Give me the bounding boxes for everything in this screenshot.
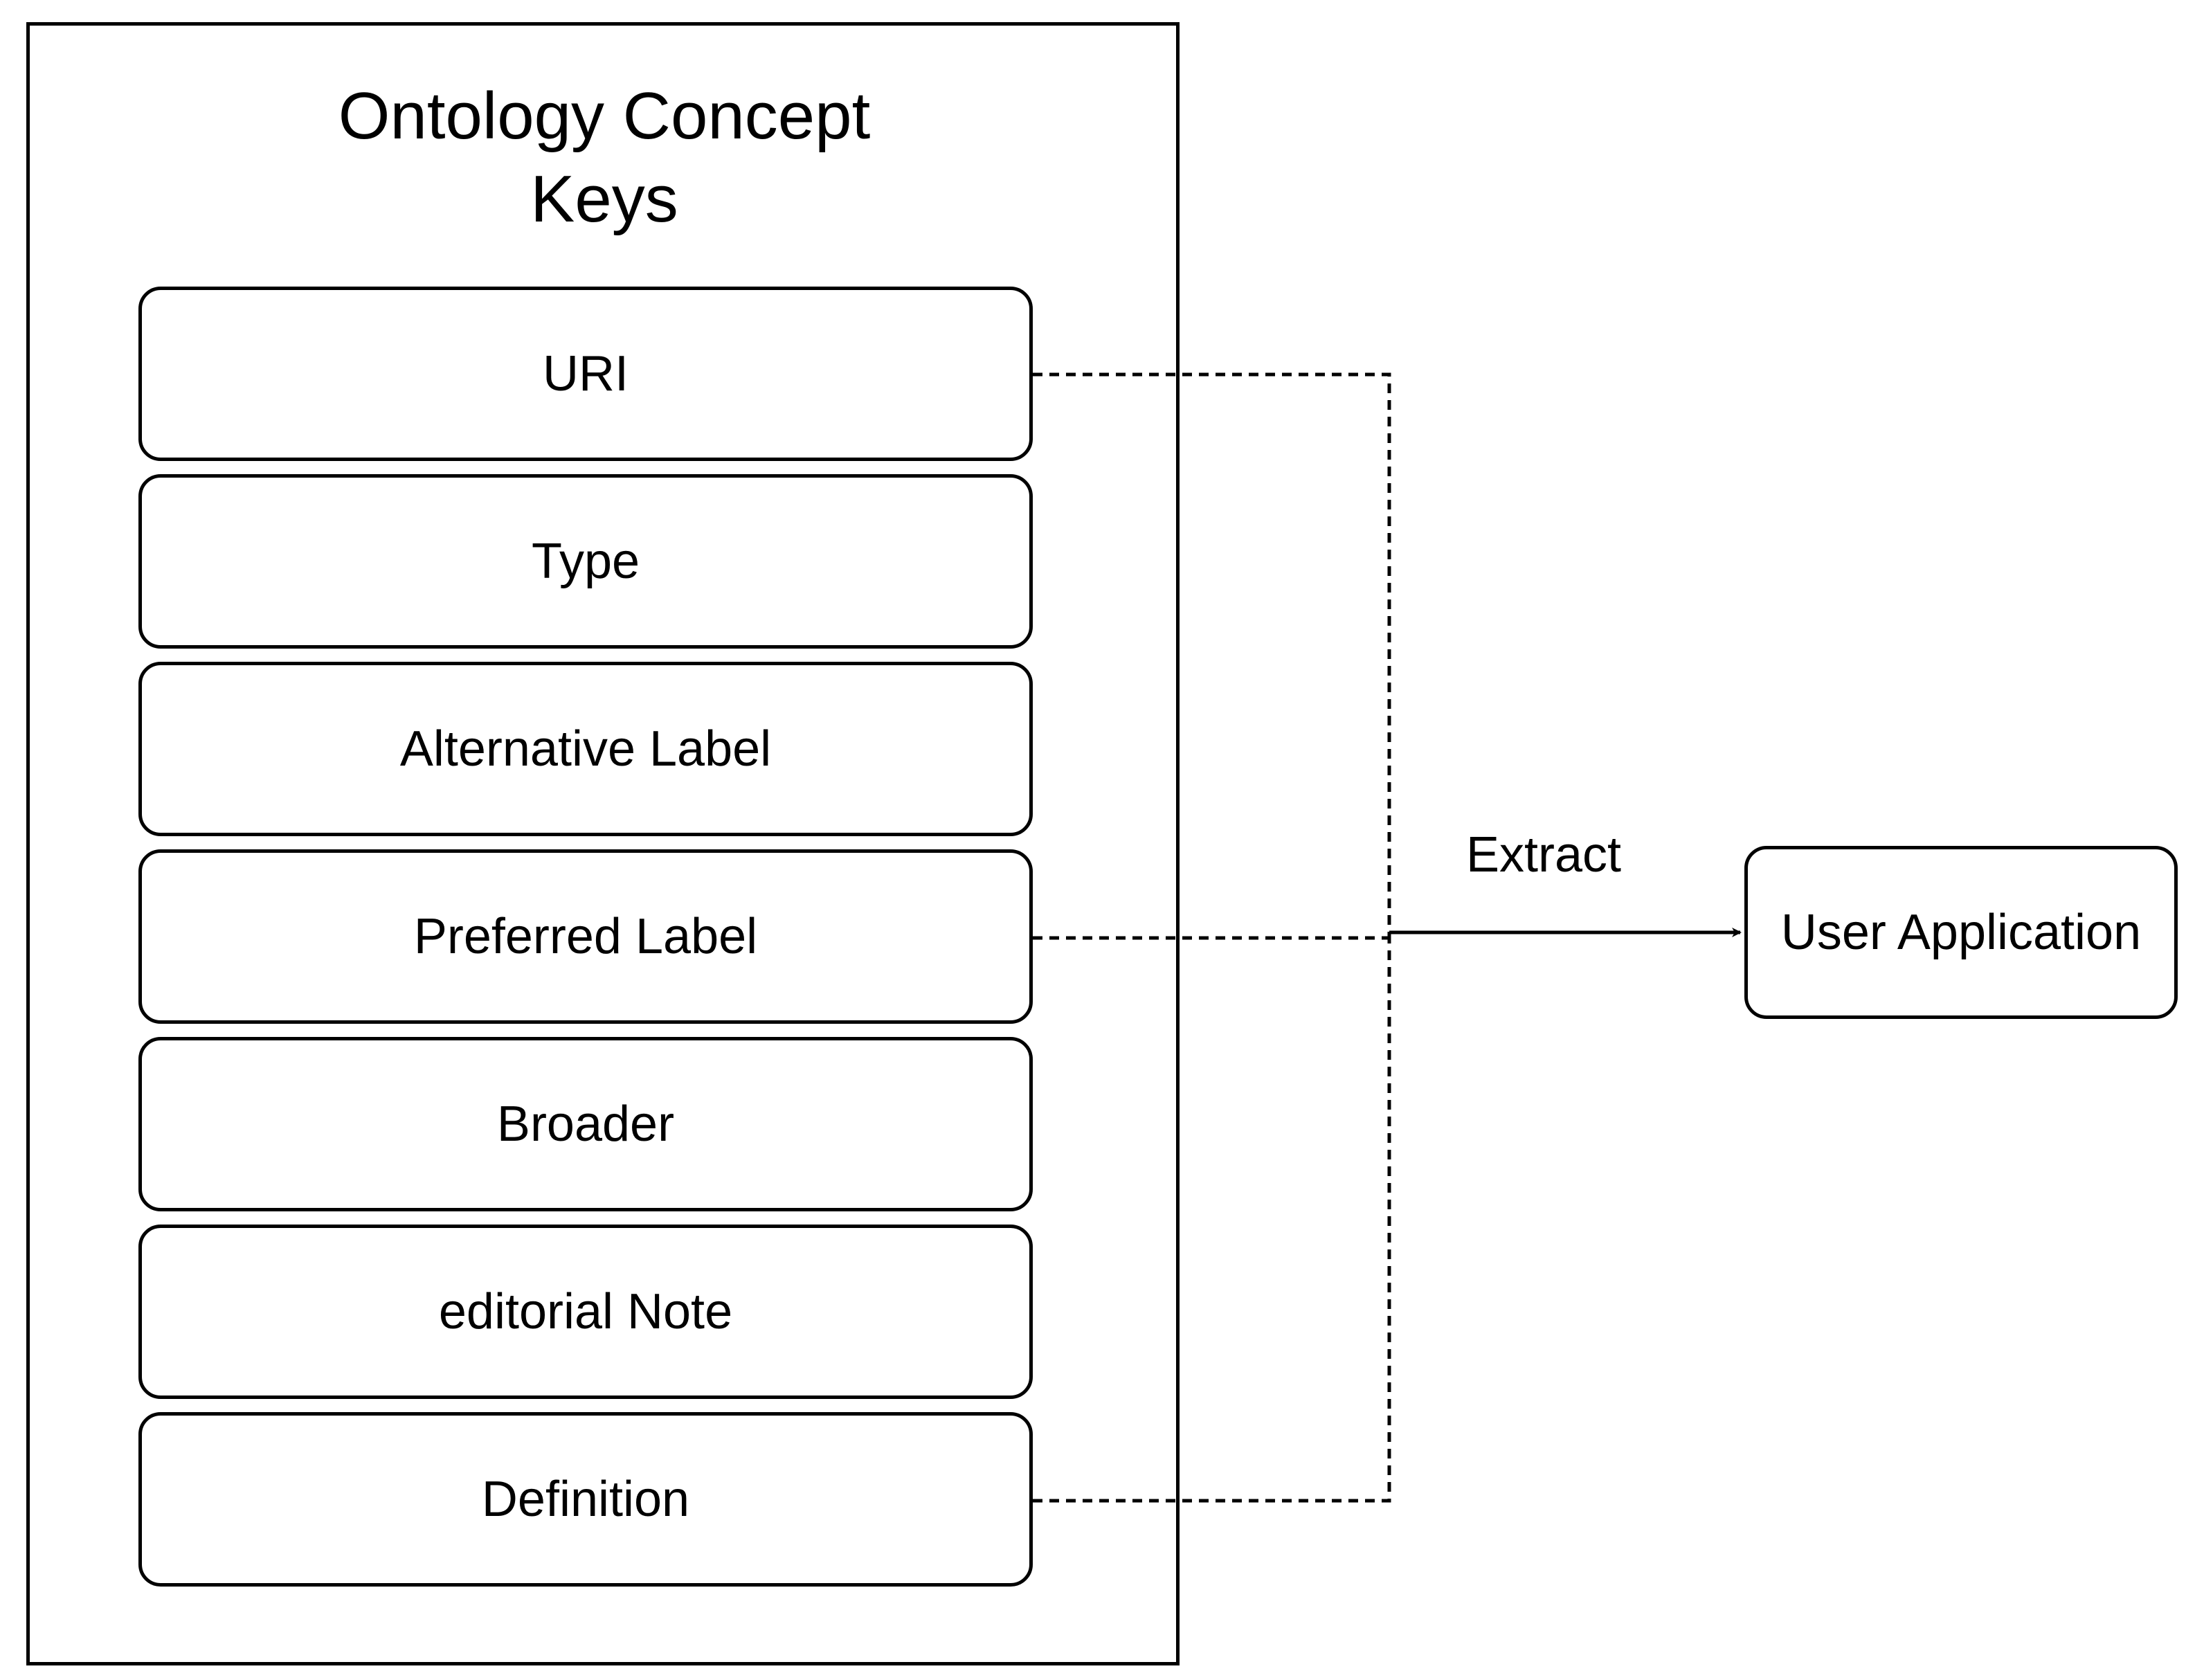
key-broader: Broader bbox=[138, 1037, 1033, 1211]
key-uri: URI bbox=[138, 287, 1033, 461]
extract-edge-label: Extract bbox=[1465, 827, 1622, 883]
key-editorial-note: editorial Note bbox=[138, 1225, 1033, 1399]
key-type: Type bbox=[138, 474, 1033, 649]
key-preferred-label: Preferred Label bbox=[138, 849, 1033, 1024]
ontology-concept-keys-container bbox=[26, 22, 1180, 1665]
dashed-connector-definition bbox=[1033, 936, 1391, 1503]
key-alternative-label: Alternative Label bbox=[138, 662, 1033, 836]
user-application-node: User Application bbox=[1744, 846, 2178, 1019]
dashed-connector-uri bbox=[1033, 372, 1391, 936]
diagram-title: Ontology Concept Keys bbox=[338, 79, 871, 236]
key-definition: Definition bbox=[138, 1412, 1033, 1587]
